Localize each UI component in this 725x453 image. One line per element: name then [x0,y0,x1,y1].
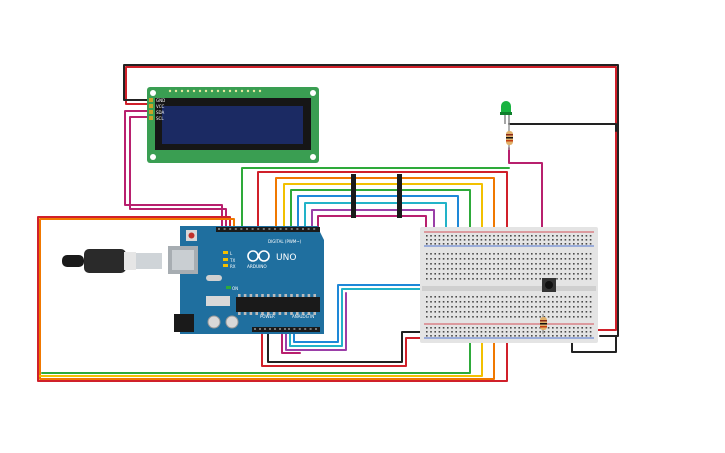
wire-5v-bottom[interactable] [261,331,431,367]
pin-l-label: L [230,251,233,256]
atmega-chip [236,294,320,315]
digital-pin-header [216,227,320,232]
lcd-pin-labels: GND VCC SDA SCL [156,98,165,121]
wire-lcd-sda[interactable] [124,110,223,231]
led-body [501,101,511,112]
model-text: UNO [276,253,296,263]
wire-d-green[interactable] [290,189,471,259]
wire-analog-cyan[interactable] [289,288,437,347]
header-strip-right [397,174,402,218]
wire-analog-purple[interactable] [285,292,347,351]
breadboard-body [420,227,598,343]
pin-tx-label: TX [229,258,235,263]
lcd-pin-label-sda: SDA [156,110,165,115]
header-strip-left [351,174,356,218]
lcd-pin-label-vcc: VCC [156,104,165,109]
logo-text: ARDUINO [247,264,267,269]
analog-label: ANALOG IN [292,314,314,319]
led-base [500,112,512,115]
breadboard-center-channel [422,286,596,291]
wire-d-purple-1[interactable] [311,209,435,259]
breadboard-resistor[interactable] [540,314,547,334]
led-resistor[interactable] [506,124,513,150]
lcd-mount-holes [150,90,316,160]
wire-led-to-breadboard[interactable] [508,147,543,246]
lcd-screen [162,106,303,144]
wire-d-red[interactable] [257,171,508,259]
wire-top-vcc[interactable] [125,66,617,331]
lcd-module[interactable]: GND VCC SDA SCL [147,87,319,163]
wire-5v-loop-2[interactable] [39,218,495,380]
analog-pin-header [286,327,320,332]
lcd-pin-header [149,89,262,120]
digital-label: DIGITAL (PWM~) [268,239,302,244]
wire-led-gnd[interactable] [508,123,617,132]
lcd-pin-label-scl: SCL [156,116,164,121]
power-jack [174,314,194,332]
wire-gnd-bottom[interactable] [267,331,431,363]
usb-cable[interactable] [62,249,162,273]
lcd-pin-label-gnd: GND [156,98,165,103]
wire-analog-blue[interactable] [293,284,437,343]
crystal [206,275,222,281]
wire-d-yellow[interactable] [283,183,483,259]
push-button[interactable] [542,278,556,292]
pin-rx-label: RX [230,264,236,269]
wire-d-purple-2[interactable] [317,215,427,259]
header-connectors [351,174,402,218]
capacitor-2 [225,315,239,329]
led[interactable] [500,101,512,124]
pin-on-label: ON [232,286,238,291]
wire-analog-magenta[interactable] [281,331,301,354]
voltage-regulator [206,296,230,306]
breadboard-holes [426,235,592,337]
wire-led-to-board[interactable] [241,167,510,231]
wire-d-orange[interactable] [275,177,495,259]
capacitor-1 [207,315,221,329]
arduino-uno[interactable]: ARDUINO UNO DIGITAL (PWM~) POWER ANALOG … [168,226,324,334]
breadboard[interactable] [420,227,598,343]
power-label: POWER [260,314,275,319]
arduino-logo: ARDUINO UNO [247,250,296,269]
